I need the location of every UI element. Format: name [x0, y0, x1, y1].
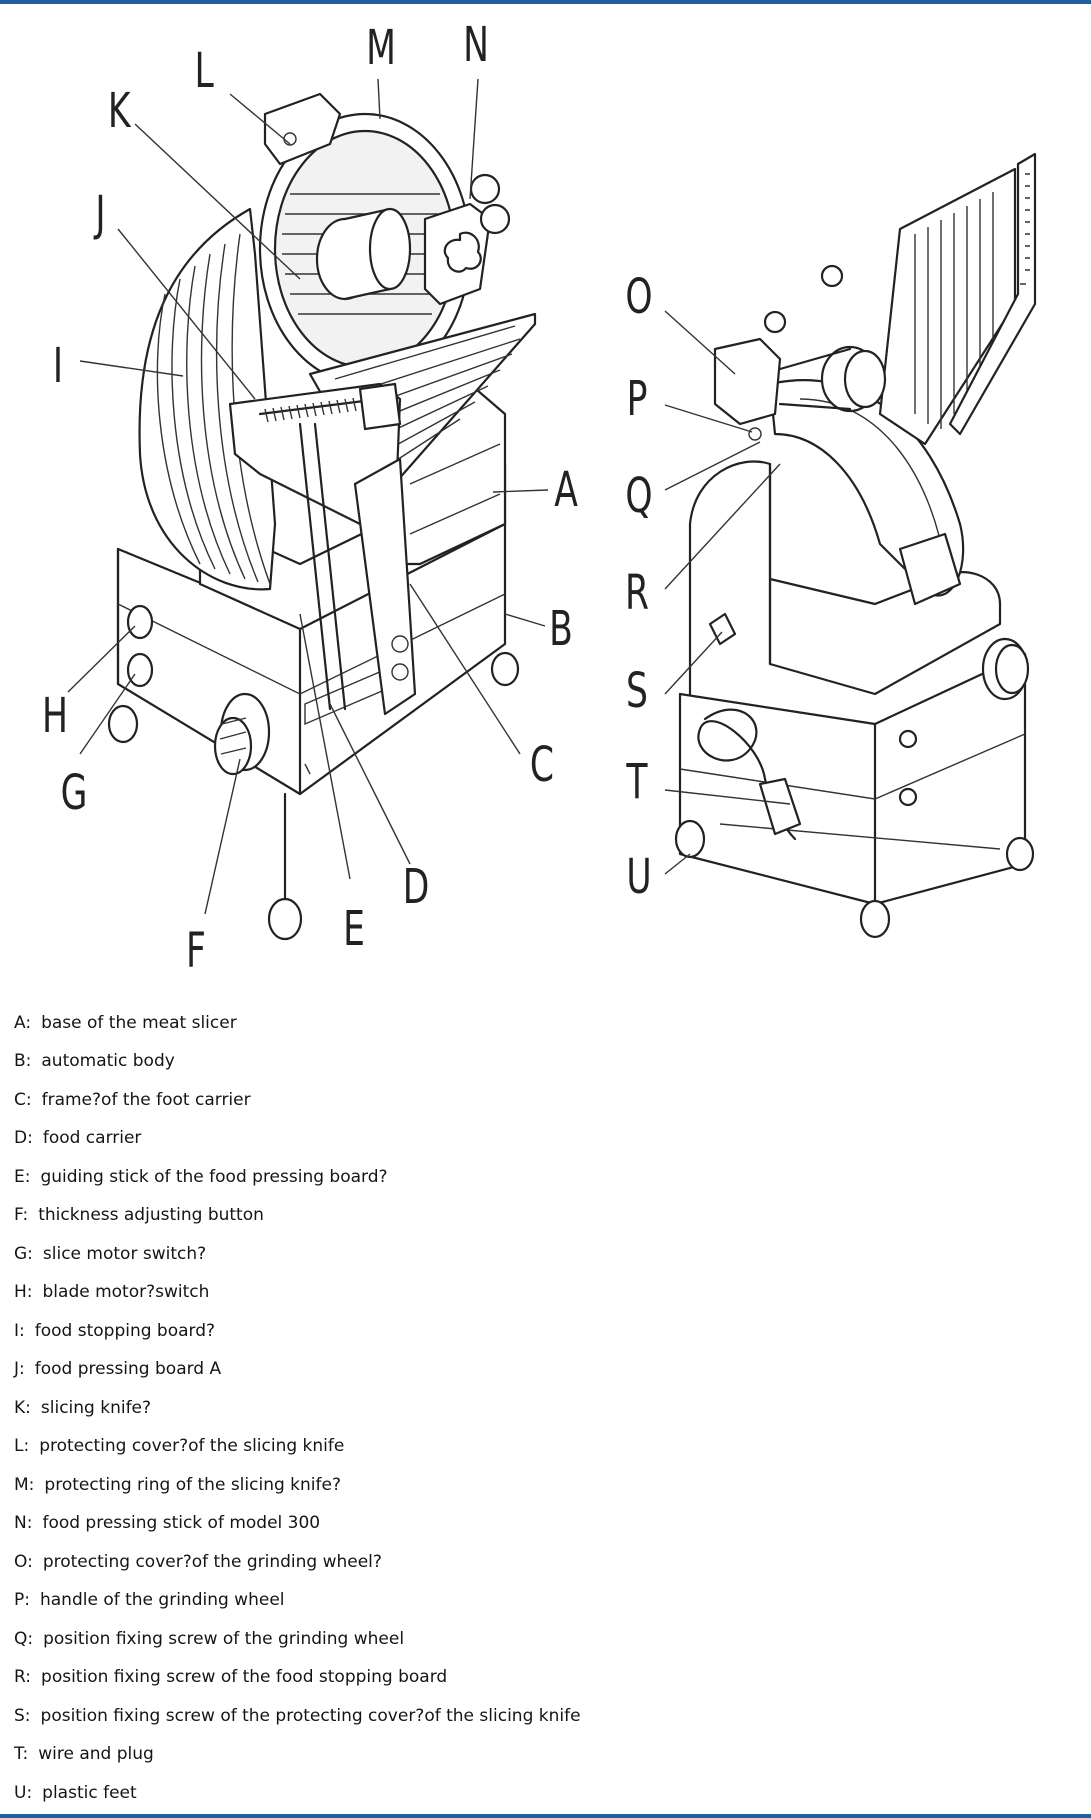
legend-item-f: F:thickness adjusting button	[14, 1205, 264, 1225]
callout-i: I	[53, 337, 63, 393]
callout-k: K	[108, 82, 132, 138]
callout-m: M	[366, 19, 396, 75]
callout-h: H	[42, 687, 68, 743]
callout-o: O	[625, 268, 652, 324]
legend-item-n: N:food pressing stick of model 300	[14, 1513, 321, 1533]
rear-ribbed-plate	[878, 152, 1037, 446]
legend-item-t: T:wire and plug	[14, 1744, 154, 1764]
legend-item-m: M:protecting ring of the slicing knife?	[14, 1475, 341, 1495]
legend-item-r: R:position fixing screw of the food stop…	[14, 1667, 448, 1687]
grinding-wheel-assembly	[713, 264, 887, 441]
legend-item-e: E:guiding stick of the food pressing boa…	[14, 1167, 388, 1187]
callout-d: D	[403, 858, 430, 914]
callout-b: B	[549, 600, 573, 656]
callout-a: A	[554, 461, 578, 517]
legend-item-k: K:slicing knife?	[14, 1398, 152, 1418]
callout-j: J	[93, 185, 106, 241]
legend-item-a: A:base of the meat slicer	[14, 1013, 237, 1033]
callout-g: G	[61, 764, 88, 820]
thickness-knob	[213, 692, 271, 776]
callout-t: T	[626, 753, 648, 809]
legend-item-o: O:protecting cover?of the grinding wheel…	[14, 1552, 382, 1572]
callout-u: U	[626, 848, 651, 904]
front-view-switches	[126, 604, 154, 688]
callout-f: F	[186, 922, 206, 978]
legend-item-h: H:blade motor?switch	[14, 1282, 210, 1302]
callout-n: N	[463, 16, 489, 72]
legend-item-q: Q:position fixing screw of the grinding …	[14, 1629, 405, 1649]
bottom-accent-rule	[0, 1814, 1091, 1818]
legend-item-c: C:frame?of the foot carrier	[14, 1090, 251, 1110]
legend-item-b: B:automatic body	[14, 1051, 175, 1071]
legend-item-s: S:position fixing screw of the protectin…	[14, 1706, 581, 1726]
callout-letters: A B C D E F G H I J K L M N O P Q R S T …	[42, 16, 653, 978]
legend-item-g: G:slice motor switch?	[14, 1244, 207, 1264]
leader-lines	[67, 78, 791, 915]
callout-r: R	[625, 564, 649, 620]
food-pressing-stick	[423, 173, 511, 306]
callout-c: C	[530, 736, 554, 792]
meat-slicer-diagram: A B C D E F G H I J K L M N O P Q R S T …	[42, 16, 1037, 979]
legend-item-d: D:food carrier	[14, 1128, 142, 1148]
rear-view-feet	[674, 819, 1035, 939]
callout-q: Q	[625, 467, 652, 523]
legend-item-j: J:food pressing board A	[14, 1359, 222, 1379]
callout-p: P	[627, 370, 648, 426]
callout-e: E	[343, 900, 365, 956]
legend-item-p: P:handle of the grinding wheel	[14, 1590, 285, 1610]
front-view-machine	[107, 92, 537, 941]
callout-s: S	[626, 662, 648, 718]
wire-and-plug	[697, 708, 802, 841]
legend-item-u: U:plastic feet	[14, 1783, 137, 1803]
slicing-knife	[258, 112, 472, 386]
callout-l: L	[194, 42, 214, 98]
legend-item-l: L:protecting cover?of the slicing knife	[14, 1436, 345, 1456]
top-accent-rule	[0, 0, 1091, 4]
rear-view-machine	[674, 152, 1037, 939]
legend-item-i: I:food stopping board?	[14, 1321, 216, 1341]
front-view-feet	[107, 651, 520, 941]
